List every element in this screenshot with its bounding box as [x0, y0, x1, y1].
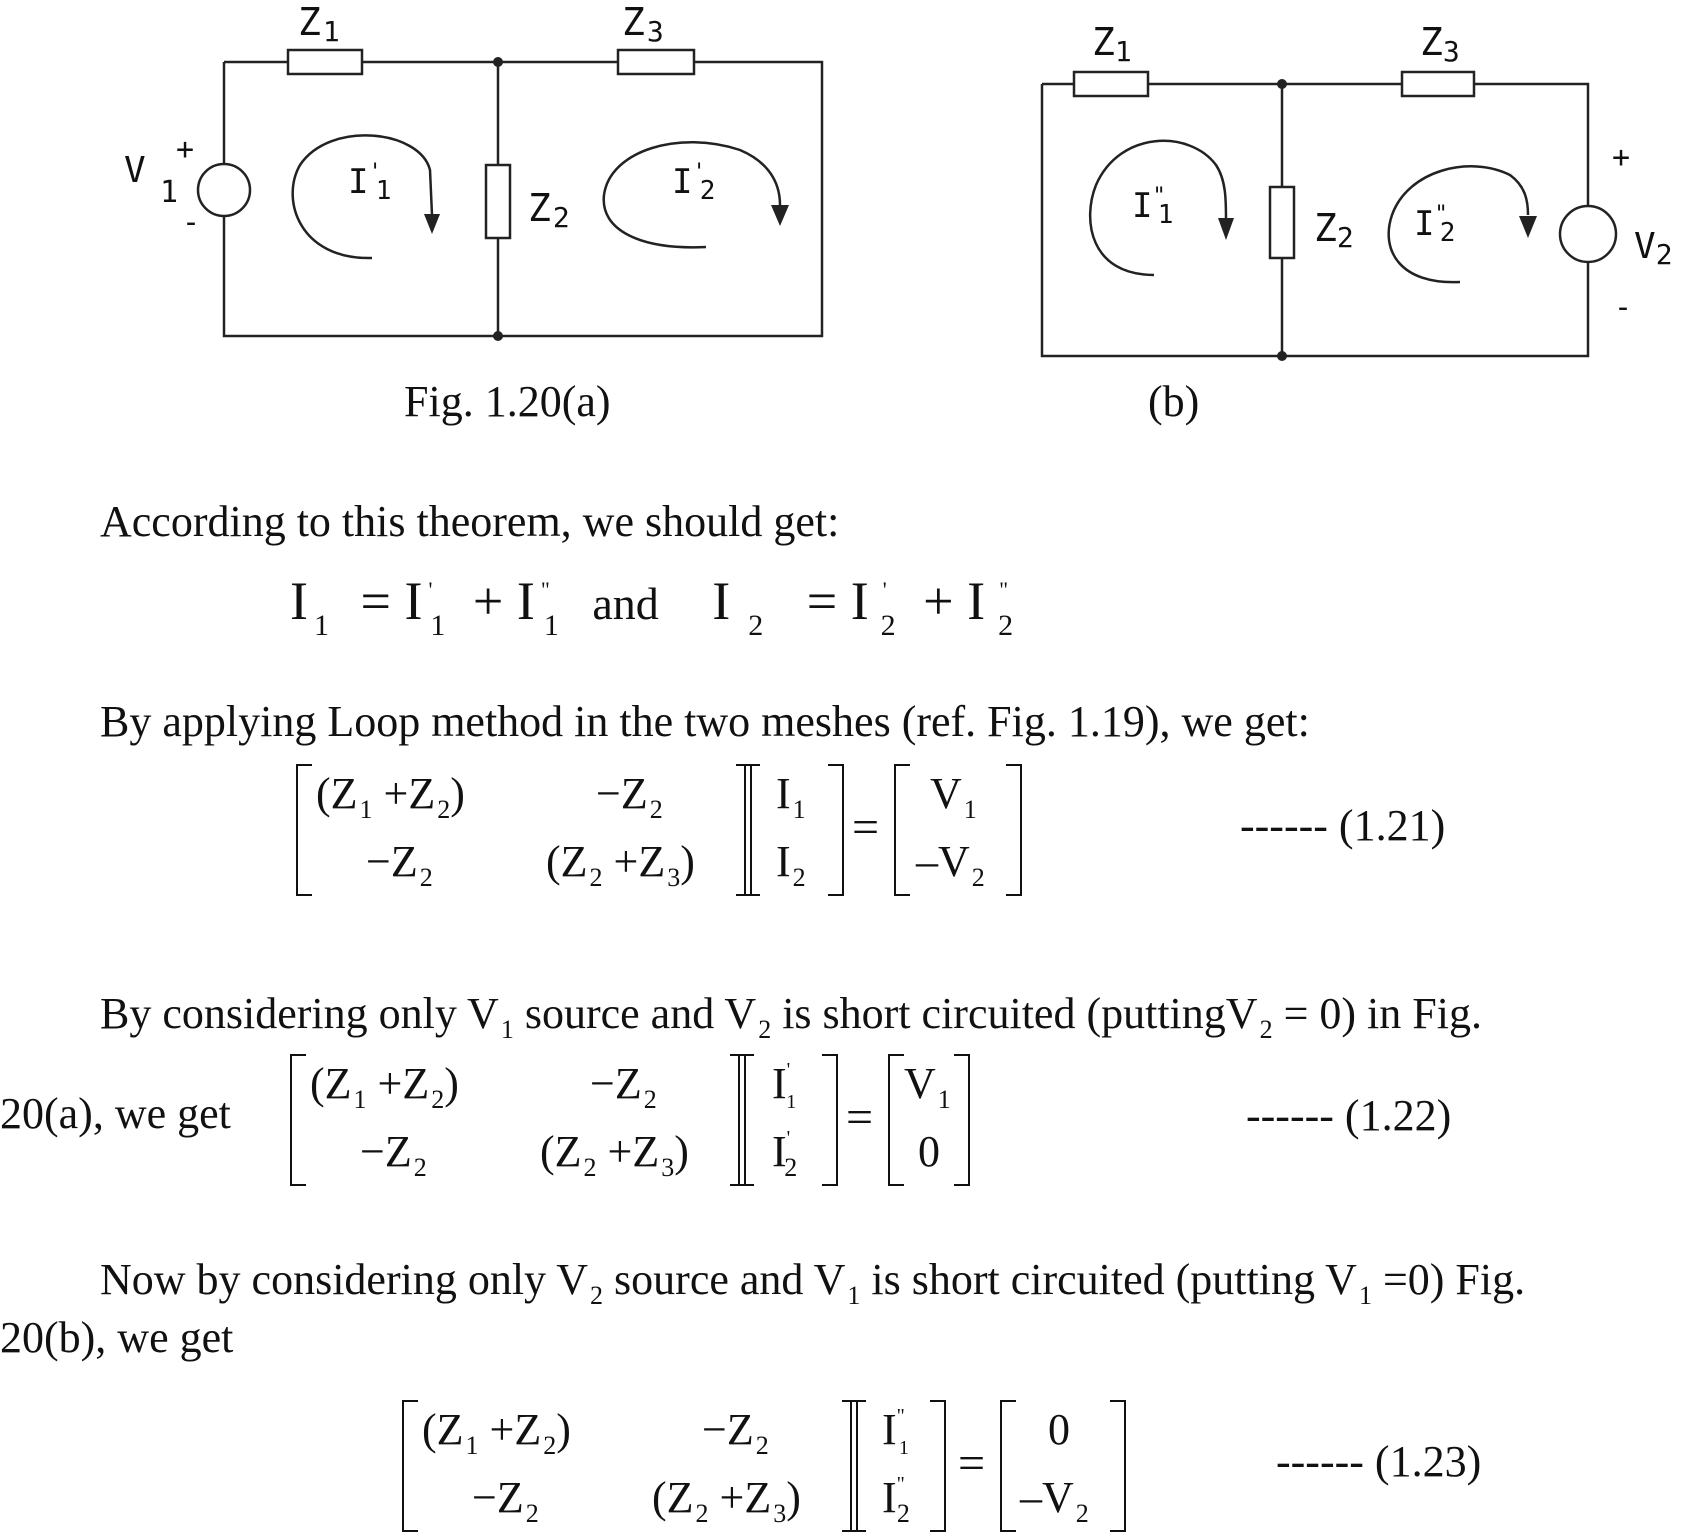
- plus-sign-a: +: [176, 132, 195, 167]
- label-z2-a: Z2: [528, 186, 570, 234]
- voltage-source-v2: [1558, 204, 1618, 264]
- wire: [222, 60, 824, 338]
- label-v1-a: V: [124, 150, 146, 191]
- label-z3-b: Z3: [1420, 20, 1460, 68]
- label-z3-a: Z3: [622, 0, 664, 48]
- resistor-z2: [1268, 185, 1296, 260]
- loop-arrow-i1: [291, 134, 434, 260]
- plus-sign-b: +: [1612, 140, 1631, 175]
- label-i2-b: I"2: [1414, 202, 1456, 248]
- label-v2-b: V2: [1634, 226, 1673, 271]
- paragraph-v1-only: By considering only V1 source and V2 is …: [100, 989, 1482, 1044]
- paragraph-theorem: According to this theorem, we should get…: [100, 497, 840, 546]
- paragraph-v1-only-cont: 20(a), we get: [0, 1089, 231, 1138]
- paragraph-v2-only-cont: 20(b), we get: [0, 1313, 234, 1362]
- resistor-z3: [616, 48, 696, 76]
- minus-sign-a: -: [182, 205, 201, 240]
- label-i1-a: I'1: [348, 160, 392, 206]
- resistor-z2: [484, 163, 512, 240]
- label-z2-b: Z2: [1314, 206, 1354, 254]
- loop-arrow-i2: [602, 141, 782, 249]
- resistor-z3: [1400, 70, 1476, 98]
- figure-caption-b: (b): [1148, 377, 1200, 426]
- equation-number-1-21: ------ (1.21): [1240, 801, 1446, 850]
- minus-sign-b: -: [1614, 290, 1633, 325]
- resistor-z1: [286, 48, 364, 76]
- equation-number-1-22: ------ (1.22): [1246, 1091, 1452, 1140]
- label-i2-a: I'2: [672, 160, 716, 206]
- label-z1-a: Z1: [298, 0, 340, 48]
- equation-number-1-23: ------ (1.23): [1276, 1437, 1482, 1486]
- resistor-z1: [1072, 70, 1150, 98]
- paragraph-v2-only: Now by considering only V2 source and V1…: [100, 1255, 1526, 1310]
- circuit-figure-a: [196, 48, 824, 341]
- figure-caption-a: Fig. 1.20(a): [404, 377, 611, 426]
- loop-arrow-i2: [1387, 165, 1530, 284]
- voltage-source-v1: [196, 162, 252, 218]
- label-v1-sub-a: 1: [160, 175, 179, 210]
- label-i1-b: I"1: [1132, 184, 1174, 230]
- circuit-figure-b: [1040, 70, 1618, 361]
- paragraph-loop-method: By applying Loop method in the two meshe…: [100, 697, 1310, 746]
- wire: [1040, 82, 1590, 358]
- label-z1-b: Z1: [1092, 20, 1132, 68]
- loop-arrow-i1: [1088, 139, 1228, 277]
